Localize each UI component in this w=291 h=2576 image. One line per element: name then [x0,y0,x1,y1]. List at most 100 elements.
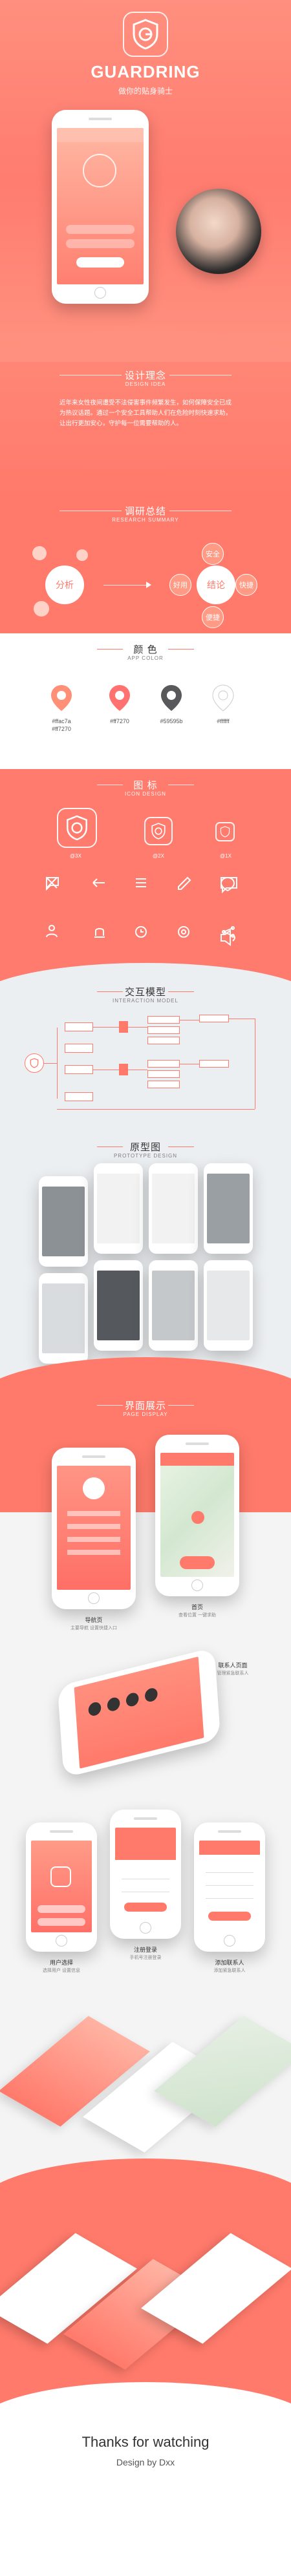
start-node [25,1053,44,1073]
prototype-section: 原型图 PROTOTYPE DESIGN [0,1137,291,1396]
hand-ring-photo [176,189,261,274]
icon-subtitle: ICON DESIGN [125,791,166,797]
nav-phone [52,1448,136,1609]
flow-box [147,1026,180,1034]
home-phone [155,1435,239,1596]
analysis-node [32,546,47,560]
conclusion-bubble: 结论 [197,565,235,604]
icon-section: 图 标 ICON DESIGN @3X @2X @1X [0,769,291,982]
user-select-phone [26,1822,97,1952]
convenient-node: 便捷 [202,606,224,628]
design-by-text: Design by Dxx [116,2457,175,2467]
hero-section: GUARDRING 做你的贴身骑士 [0,0,291,362]
edit-icon [178,876,191,890]
bell-icon [94,928,105,938]
flow-box [65,1065,93,1074]
useful-node: 好用 [169,574,191,596]
app-icon-3x [57,808,97,848]
volume-icon [221,929,235,946]
color-section: 颜 色 APP COLOR #ffac7a#ff7270 #ff7270 #59… [0,633,291,769]
caption-home: 首页 [191,1604,203,1610]
analysis-node [34,601,49,617]
shield-icon [151,823,166,839]
interaction-section: 交互模型 INTERACTION MODEL [0,982,291,1137]
flow-box [65,1022,93,1031]
color-pin-gray [161,685,182,711]
add-contact-phone [194,1822,265,1952]
color-pin-coral [109,685,130,711]
arrow-right-icon [146,582,151,588]
register-phone [110,1810,181,1939]
app-logo [123,12,168,57]
brand-name: GUARDRING [91,62,200,81]
fast-node: 快捷 [235,574,257,596]
display-subtitle: PAGE DISPLAY [123,1411,168,1417]
interaction-subtitle: INTERACTION MODEL [113,998,178,1004]
color-pin-gradient [51,685,72,711]
prototype-phone [149,1163,198,1254]
menu-icon [136,878,146,887]
caption-add-contact-sub: 添加紧急联系人 [213,1969,246,1973]
design-idea-subtitle: DESIGN IDEA [125,381,166,387]
caption-register: 注册登录 [133,1947,157,1953]
flow-box [65,1044,93,1053]
swatch-label: #ff7270 [52,726,71,732]
flow-box [147,1060,180,1068]
contacts-phone [57,1647,221,1779]
size-label-2x: @2X [153,853,164,859]
prototype-phone [39,1273,88,1364]
design-idea-title: 设计理念 [124,370,166,381]
color-pin-white [212,684,234,712]
flow-box [199,1060,229,1068]
caption-user-select-sub: 选择用户 设置信息 [43,1969,80,1973]
flow-node [119,1064,128,1075]
tagline: 做你的贴身骑士 [118,87,173,96]
swatch-label: #ff7270 [110,718,129,724]
app-icon-1x [215,822,235,841]
shield-icon [67,815,87,841]
swatch-label: #ffac7a [52,718,71,724]
research-title: 调研总结 [124,506,166,517]
display-title: 界面展示 [124,1400,166,1411]
prototype-title: 原型图 [129,1142,161,1153]
color-subtitle: APP COLOR [127,655,164,661]
collage-section [0,2221,291,2414]
flow-box [147,1016,180,1024]
caption-contacts-sub: 管理紧急联系人 [217,1671,249,1676]
caption-user-select: 用户选择 [49,1959,73,1966]
flow-box [147,1037,180,1044]
design-idea-section: 设计理念 DESIGN IDEA 近年来女性夜间遭受不法侵害事件频繁发生，如何保… [0,362,291,498]
size-label-3x: @3X [70,853,81,859]
size-label-1x: @1X [220,853,232,859]
research-section: 调研总结 RESEARCH SUMMARY 分析 结论 安全 快捷 便捷 好用 [0,498,291,633]
swatch-label: #ffffff [217,718,230,724]
caption-contacts: 联系人页面 [218,1662,248,1669]
prototype-phone [39,1176,88,1267]
user-icon [48,925,55,931]
shield-icon [133,19,158,50]
caption-nav-sub: 主要导航 设置快捷入口 [70,1626,117,1631]
shield-icon [30,1058,39,1068]
flow-box [147,1070,180,1078]
footer-section: Thanks for watching Design by Dxx [0,2414,291,2544]
prototype-phone [94,1163,143,1254]
prototype-phone [204,1163,253,1254]
flow-box [147,1081,180,1088]
flow-box [199,1015,229,1022]
thanks-text: Thanks for watching [81,2434,210,2450]
prototype-subtitle: PROTOTYPE DESIGN [113,1153,178,1159]
settings-icon [178,926,189,938]
app-icon-2x [144,817,173,845]
caption-register-sub: 手机号注册登录 [129,1956,162,1960]
caption-home-sub: 查看位置 一键求助 [178,1613,216,1618]
icon-title: 图 标 [133,780,158,791]
chat-icon [221,877,237,894]
close-icon [46,877,58,889]
arrow-left-icon [92,878,105,887]
shield-icon [220,826,230,838]
interaction-title: 交互模型 [124,987,166,998]
analysis-node [76,549,88,561]
message-icon [46,877,59,891]
analysis-bubble: 分析 [45,565,84,604]
safe-node: 安全 [202,543,224,565]
